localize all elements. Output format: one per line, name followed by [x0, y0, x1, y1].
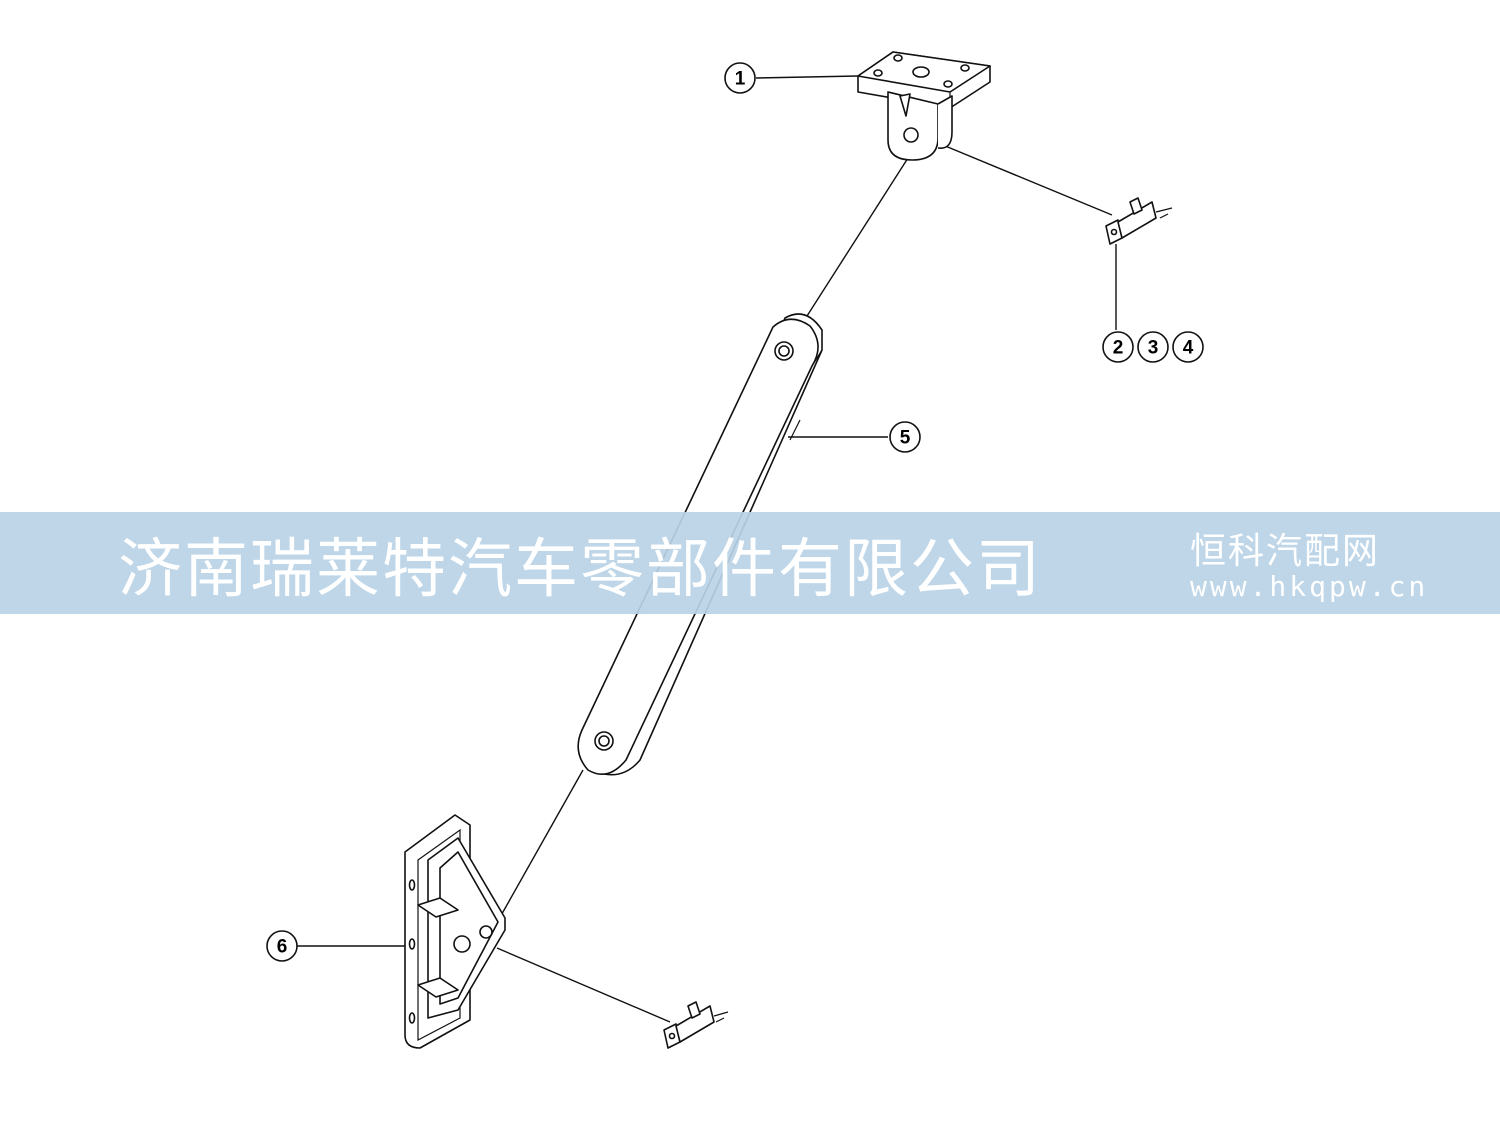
callout-4: 4 [1172, 331, 1204, 363]
callout-5-label: 5 [900, 428, 911, 449]
assembly-line-upper [806, 157, 909, 317]
pin-line-lower [496, 947, 671, 1023]
callout-1-label: 1 [735, 69, 746, 90]
callout-1: 1 [724, 62, 756, 94]
pin-lower [663, 1001, 729, 1049]
callout-2-label: 2 [1113, 338, 1124, 359]
part-1-top-bracket [857, 51, 991, 161]
callout-4-label: 4 [1183, 338, 1194, 359]
watermark-company: 济南瑞莱特汽车零部件有限公司 [118, 533, 1042, 607]
pin-line-upper [937, 142, 1113, 216]
pin-upper [1105, 197, 1173, 245]
callout-1-leader [755, 75, 859, 79]
callout-6: 6 [266, 930, 298, 962]
callout-6-label: 6 [277, 937, 288, 958]
callout-3: 3 [1137, 331, 1169, 363]
watermark-url: www.hkqpw.cn [1190, 570, 1429, 603]
callout-3-label: 3 [1148, 338, 1159, 359]
callout-2: 2 [1102, 331, 1134, 363]
part-6-lower-bracket [404, 814, 506, 1049]
watermark-banner [0, 512, 1500, 614]
assembly-line-lower [489, 769, 584, 936]
watermark-site-name: 恒科汽配网 [1190, 531, 1381, 572]
callout-5: 5 [889, 421, 921, 453]
